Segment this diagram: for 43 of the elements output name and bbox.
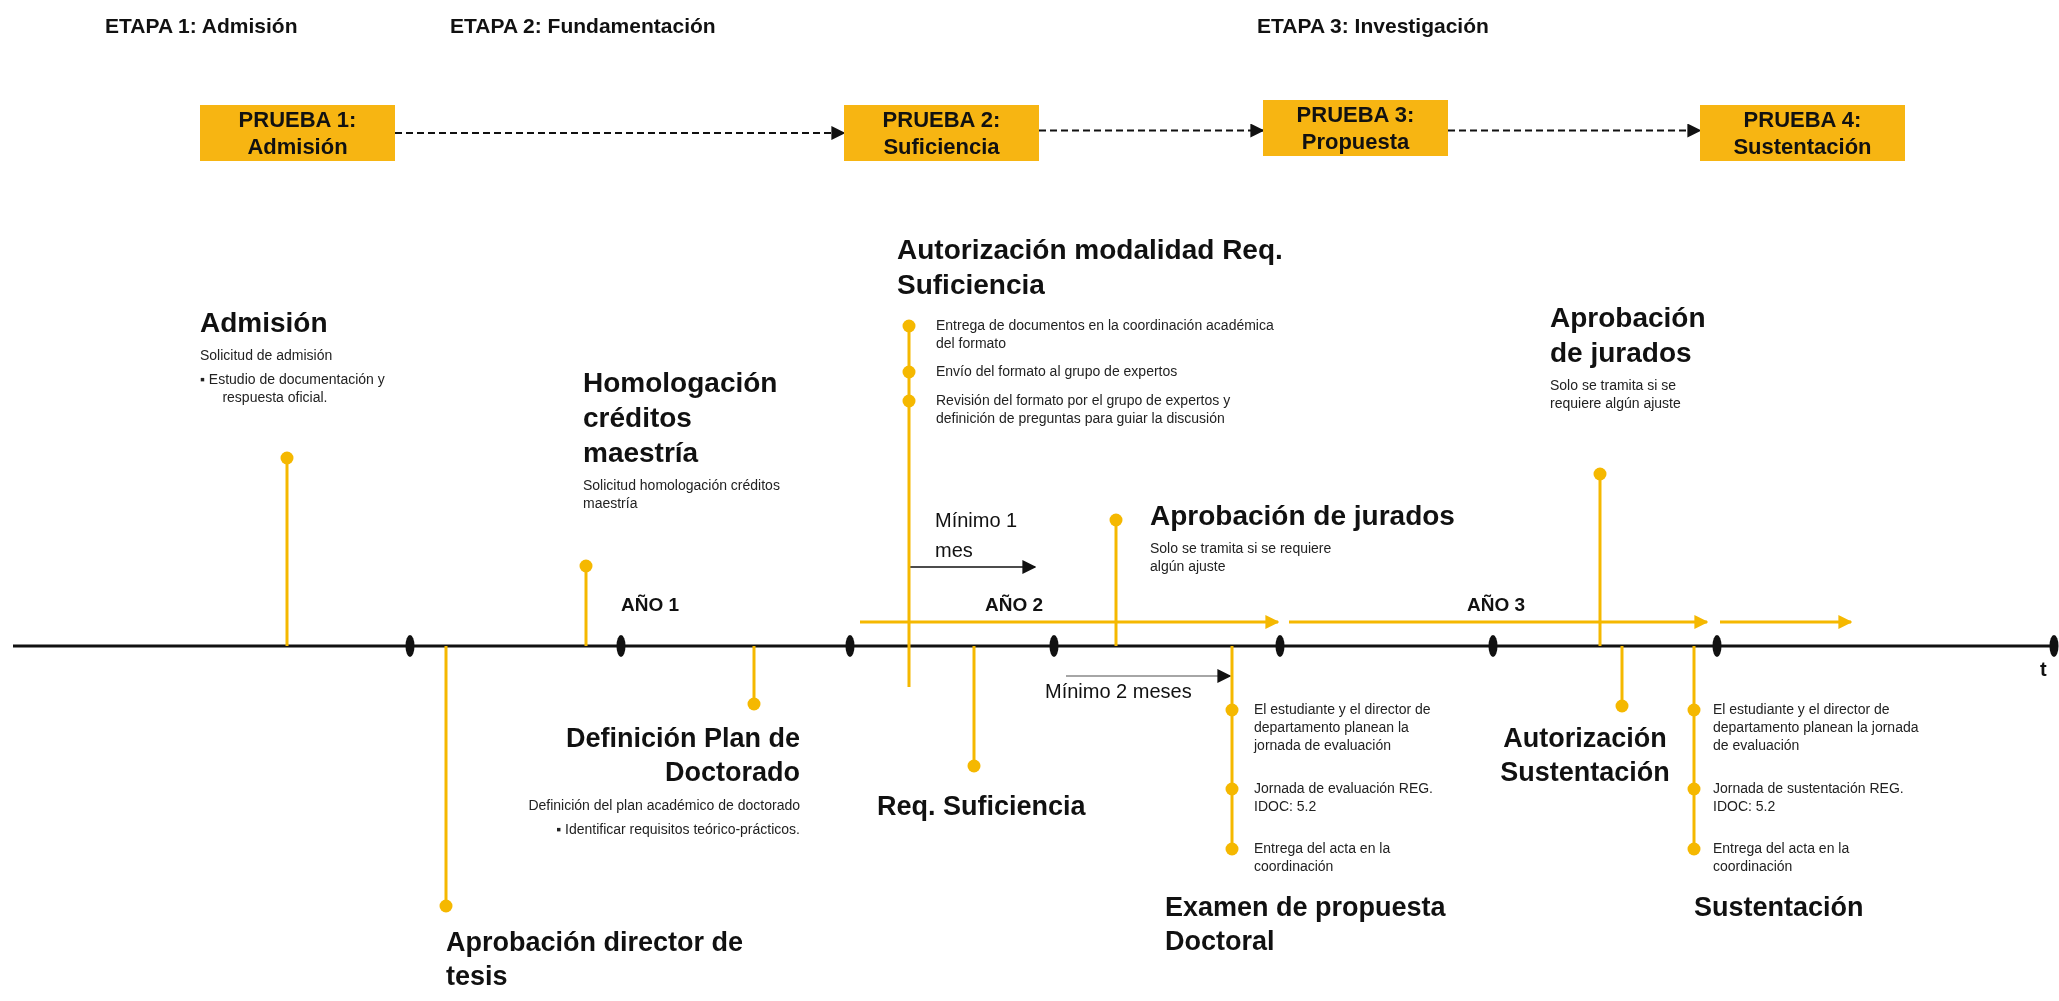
step-description: Jornada de sustentación REG. IDOC: 5.2 xyxy=(1713,778,1905,815)
year-label: AÑO 1 xyxy=(621,594,680,616)
step-description: Envío del formato al grupo de expertos xyxy=(936,362,1179,381)
year-label: AÑO 3 xyxy=(1467,594,1526,616)
event-title: Sustentación xyxy=(1694,891,1865,925)
event-title: Aprobación director de tesis xyxy=(446,926,745,993)
step-description: El estudiante y el director de departamento planean la jornada de evaluación xyxy=(1254,700,1432,755)
dashed-arrow xyxy=(1038,123,1265,138)
dashed-arrow xyxy=(1447,123,1702,138)
event-description: Solo se tramita si se requiere algún ajuste xyxy=(1150,539,1333,576)
stage-box: PRUEBA 1: Admisión xyxy=(200,105,395,161)
dashed-arrow xyxy=(394,126,846,140)
stage-label: ETAPA 3: Investigación xyxy=(1257,14,1489,38)
event-title: Admisión xyxy=(200,306,329,340)
stage-label: ETAPA 1: Admisión xyxy=(105,14,298,38)
stage-box: PRUEBA 3: Propuesta xyxy=(1263,100,1448,156)
step-description: Jornada de evaluación REG. IDOC: 5.2 xyxy=(1254,778,1434,815)
event-description: Solicitud de admisión xyxy=(200,346,334,365)
axis-label: t xyxy=(2040,658,2047,681)
event-title: Req. Suficiencia xyxy=(877,790,1087,823)
event-description: ▪ Identificar requisitos teórico-prácticos. xyxy=(555,819,800,838)
step-description: Entrega del acta en la coordinación xyxy=(1713,838,1851,876)
event-title: Aprobación de jurados xyxy=(1150,499,1456,533)
event-title: Homologación créditos maestría xyxy=(583,366,779,470)
step-description: Entrega del acta en la coordinación xyxy=(1254,838,1392,876)
event-description: ▪ Estudio de documentación y respuesta oficial. xyxy=(200,370,386,407)
duration-label: Mínimo 2 meses xyxy=(1045,680,1192,703)
event-title: Definición Plan de Doctorado xyxy=(564,722,800,789)
event-title: Aprobación de jurados xyxy=(1550,301,1707,370)
event-description: Solo se tramita si se requiere algún ajuste xyxy=(1550,376,1682,413)
event-title: Autorización Sustentación xyxy=(1499,722,1671,789)
event-description: Definición del plan académico de doctorado xyxy=(527,795,800,814)
stage-box: PRUEBA 2: Suficiencia xyxy=(844,105,1039,161)
stage-label: ETAPA 2: Fundamentación xyxy=(450,14,716,38)
step-description: El estudiante y el director de departamento planean la jornada de evaluación xyxy=(1713,700,1920,755)
event-title: Autorización modalidad Req. Suficiencia xyxy=(897,233,1284,302)
stage-box: PRUEBA 4: Sustentación xyxy=(1700,105,1905,161)
event-description: Solicitud homologación créditos maestría xyxy=(583,476,781,513)
year-label: AÑO 2 xyxy=(985,594,1044,616)
duration-label: Mínimo 1 mes xyxy=(935,508,1019,563)
step-description: Revisión del formato por el grupo de expertos y definición de preguntas para guiar la discusión xyxy=(936,390,1232,427)
step-description: Entrega de documentos en la coordinación académica del formato xyxy=(936,316,1275,353)
event-title: Examen de propuesta Doctoral xyxy=(1165,891,1447,959)
